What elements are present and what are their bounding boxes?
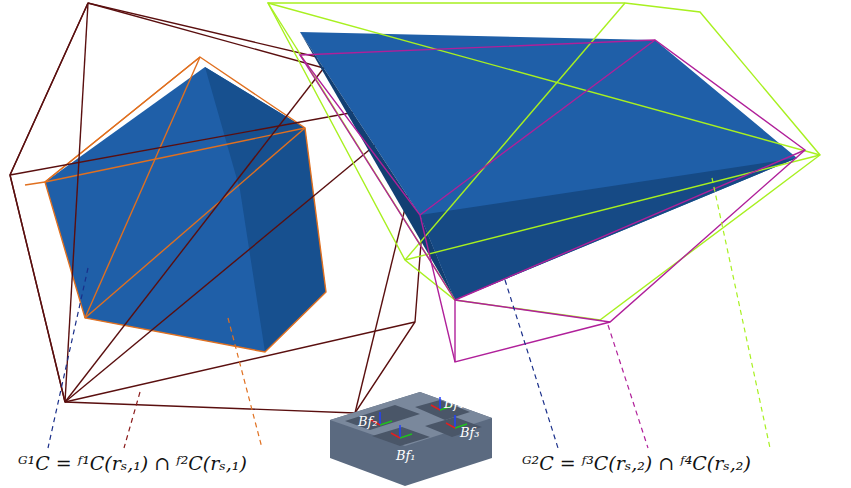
cone-wireframe (300, 40, 805, 362)
intersection-formula: ᴳ¹C = ᶠ¹C(rₛ,₁) ∩ ᶠ²C(rₛ,₁) (18, 452, 247, 474)
frame-label: Bf₂ (358, 414, 378, 429)
hull-face (300, 32, 455, 300)
intersection-formula: ᴳ²C = ᶠ³C(rₛ,₂) ∩ ᶠ⁴C(rₛ,₂) (522, 452, 751, 474)
leader-line (48, 178, 770, 448)
frame-label: Bf₄ (444, 396, 464, 411)
hull-face (420, 158, 797, 300)
cone-wireframe (268, 3, 820, 320)
frame-label: Bf₃ (460, 425, 480, 440)
frame-label: Bf₁ (396, 448, 416, 463)
part-inset (330, 392, 492, 486)
convex-hull (45, 67, 326, 352)
